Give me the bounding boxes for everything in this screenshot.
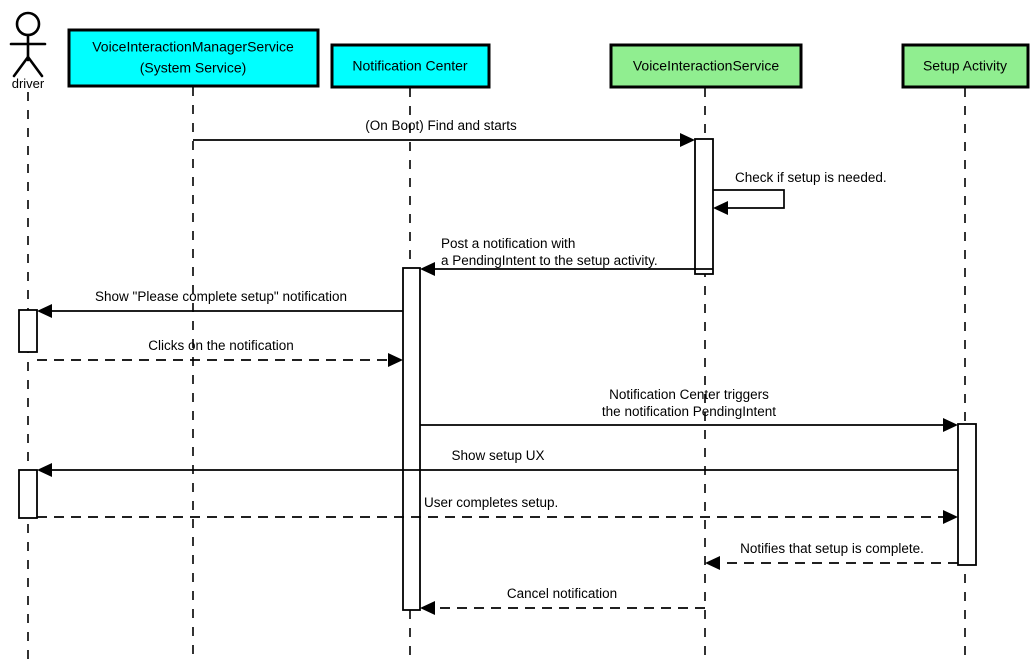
activations-layer (18, 138, 977, 611)
participant-box-vis (609, 43, 803, 89)
arrowhead-right-icon (680, 133, 695, 147)
arrowhead-right-icon (943, 418, 958, 432)
message-show-please-complete-setup-notification[interactable]: Show "Please complete setup" notificatio… (37, 289, 403, 318)
arrowhead-left-icon (420, 262, 435, 276)
message-notification-center-triggers-pendingintent[interactable]: Notification Center triggers the notific… (420, 387, 958, 432)
message-post-a-notification[interactable]: Post a notification with a PendingIntent… (420, 236, 713, 276)
arrowhead-left-icon (420, 601, 435, 615)
activation-bar-notification-center (402, 267, 421, 611)
message-label-m9: Notifies that setup is complete. (740, 541, 924, 556)
arrowhead-left-icon (713, 201, 728, 215)
message-show-setup-ux[interactable]: Show setup UX (37, 448, 958, 477)
arrowhead-right-icon (388, 353, 403, 367)
message-label-m10: Cancel notification (507, 586, 617, 601)
arrowhead-right-icon (943, 510, 958, 524)
message-label-m5: Clicks on the notification (148, 338, 294, 353)
message-label-m4: Show "Please complete setup" notificatio… (95, 289, 347, 304)
message-line-self (713, 189, 785, 209)
message-label-m3-line1: Post a notification with (441, 236, 575, 251)
message-label-m6-line2: the notification PendingIntent (602, 404, 776, 419)
arrowhead-left-icon (37, 304, 52, 318)
participant-box-setup-activity (901, 43, 1030, 89)
activation-bar-voiceinteractionservice (694, 138, 714, 275)
message-label-m8: User completes setup. (424, 495, 558, 510)
message-clicks-on-the-notification[interactable]: Clicks on the notification (37, 338, 403, 367)
activation-bar-driver-2 (18, 469, 38, 519)
message-cancel-notification[interactable]: Cancel notification (420, 586, 705, 615)
arrowhead-left-icon (705, 556, 720, 570)
participant-label-setup-activity: Setup Activity (923, 58, 1007, 74)
message-label-m2: Check if setup is needed. (735, 170, 887, 185)
message-check-if-setup-is-needed[interactable]: Check if setup is needed. (713, 170, 887, 215)
message-label-m1: (On Boot) Find and starts (365, 118, 517, 133)
activation-bar-setup-activity (957, 423, 977, 566)
actor-head-icon (15, 11, 41, 37)
message-label-m7: Show setup UX (451, 448, 544, 463)
participant-voiceinteractionservice[interactable]: VoiceInteractionService (609, 43, 803, 89)
participant-label-vims-line1: VoiceInteractionManagerService (92, 39, 294, 55)
message-label-m3-line2: a PendingIntent to the setup activity. (441, 253, 658, 268)
participant-box-notification-center (330, 43, 491, 89)
participant-notification-center[interactable]: Notification Center (330, 43, 491, 89)
participant-box-vims (67, 28, 320, 88)
message-user-completes-setup[interactable]: User completes setup. (37, 495, 958, 524)
participant-label-driver: driver (12, 76, 45, 91)
actor-leg-right-icon (26, 55, 44, 78)
arrowhead-left-icon (37, 463, 52, 477)
participant-setup-activity[interactable]: Setup Activity (901, 43, 1030, 89)
message-on-boot-find-and-starts[interactable]: (On Boot) Find and starts (193, 118, 695, 147)
participant-label-vims-line2: (System Service) (140, 60, 247, 76)
actor-leg-left-icon (12, 55, 30, 78)
activation-bar-driver-1 (18, 309, 38, 353)
participant-driver[interactable]: driver (9, 11, 47, 91)
message-label-m6-line1: Notification Center triggers (609, 387, 769, 402)
participant-voiceinteractionmanagerservice[interactable]: VoiceInteractionManagerService (System S… (67, 28, 320, 88)
message-notifies-that-setup-is-complete[interactable]: Notifies that setup is complete. (705, 541, 958, 570)
participant-label-notification-center: Notification Center (352, 58, 468, 74)
participant-label-vis: VoiceInteractionService (633, 58, 780, 74)
